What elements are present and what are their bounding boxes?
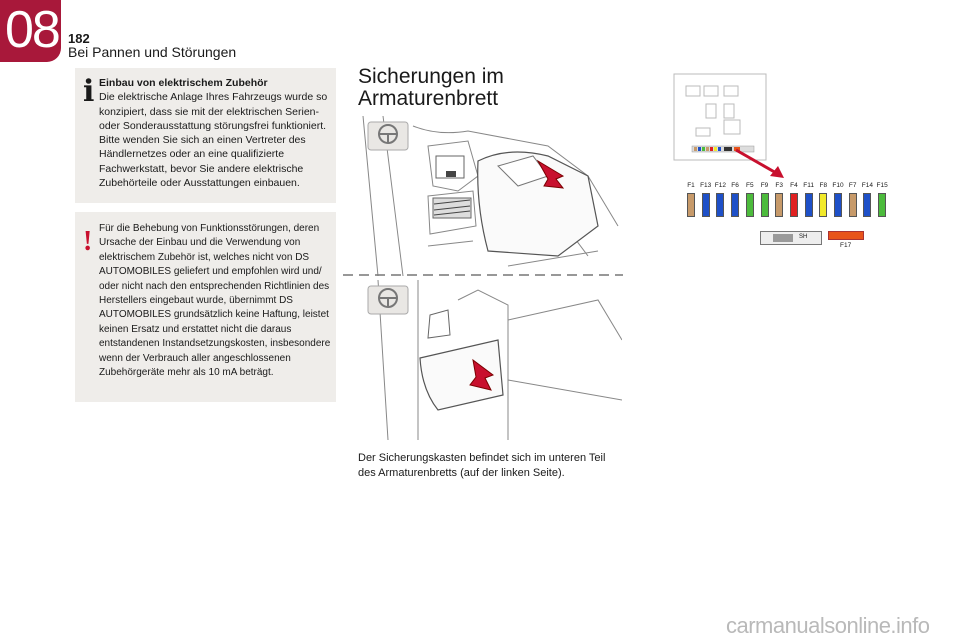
fusebox-caption: Der Sicherungskasten befindet sich im un… (358, 452, 606, 479)
info-box-body: Die elektrische Anlage Ihres Fahrzeugs w… (99, 91, 328, 190)
section-title-line1: Sicherungen im (358, 65, 504, 88)
fuse-label-f11: F11 (803, 182, 814, 189)
fuse-f5 (745, 193, 754, 217)
chapter-title: Bei Pannen und Störungen (68, 44, 237, 60)
sh-shunt-body (773, 234, 793, 242)
fuse-label-f6: F6 (731, 182, 739, 189)
sh-label: SH (799, 234, 808, 240)
info-icon: ℹ (83, 75, 95, 108)
fuse-label-f14: F14 (861, 182, 873, 189)
fuse-label-f12: F12 (714, 182, 726, 189)
page-number: 182 (68, 31, 90, 46)
fuse-f1 (687, 193, 695, 217)
section-title-line2: Armaturenbrett (358, 87, 499, 110)
watermark: carmanualsonline.info (726, 613, 930, 638)
fuse-label-f10: F10 (832, 182, 844, 189)
fuse-f17 (828, 231, 864, 240)
dashed-divider (343, 274, 623, 276)
chapter-number: 08 (5, 1, 61, 59)
fuse-f14 (863, 193, 872, 217)
fuse-f10 (834, 193, 842, 217)
fuse-f13 (701, 193, 710, 217)
fuse-f9 (760, 193, 769, 217)
fuse-label-f8: F8 (819, 182, 828, 189)
fuse-f12 (716, 193, 725, 217)
fuse-f15 (878, 193, 887, 217)
fuse-label-f1: F1 (687, 182, 695, 189)
fuse-f8 (819, 193, 828, 217)
fuse-f7 (848, 193, 857, 217)
section-title: Sicherungen im Armaturenbrett (358, 66, 504, 110)
info-box-text: Einbau von elektrischem Zubehör Die elek… (99, 76, 331, 190)
fuse-f11 (804, 193, 813, 217)
warning-box: ! Für die Behebung von Funktionsstörunge… (75, 212, 336, 402)
pointer-arrow (735, 148, 784, 178)
fuse-f6 (731, 193, 740, 217)
warning-icon: ! (83, 226, 93, 257)
sh-shunt: SH (760, 231, 822, 245)
fuse-label-f3: F3 (775, 182, 783, 189)
fuse-label-f4: F4 (790, 182, 798, 189)
fuse-label-f9: F9 (760, 182, 769, 189)
fuse-f17-label: F17 (840, 242, 852, 249)
fuse-label-f5: F5 (746, 182, 754, 189)
dashboard-illustration-bottom (367, 280, 622, 440)
fusebox-diagram (673, 73, 767, 161)
info-box-heading: Einbau von elektrischem Zubehör (99, 77, 268, 89)
fuse-label-f13: F13 (700, 182, 712, 189)
warning-box-body: Für die Behebung von Funktionsstörungen,… (99, 223, 331, 379)
fuse-f4 (789, 193, 798, 217)
fuse-label-f15: F15 (876, 182, 888, 189)
fuse-label-f7: F7 (848, 182, 857, 189)
dashboard-illustration-top (362, 116, 619, 276)
info-box: ℹ Einbau von elektrischem Zubehör Die el… (75, 68, 336, 203)
fuse-f3 (775, 193, 784, 217)
chapter-tab: 08 (0, 0, 61, 62)
